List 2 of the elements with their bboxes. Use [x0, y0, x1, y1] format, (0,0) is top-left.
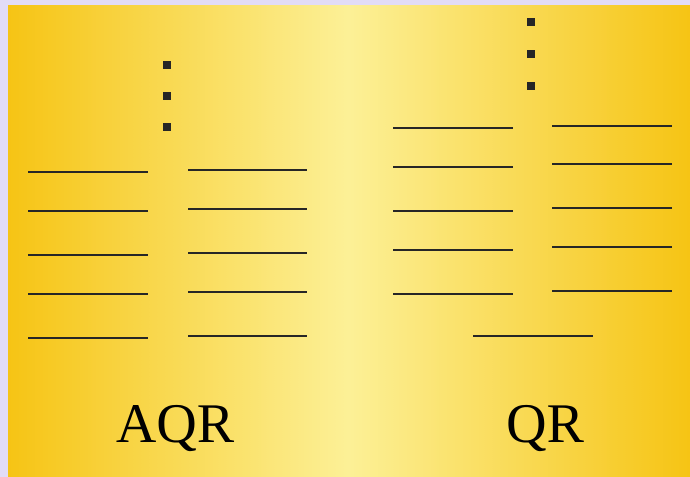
diagram-label: AQR — [116, 404, 234, 452]
diagram-label: QR — [508, 404, 584, 452]
